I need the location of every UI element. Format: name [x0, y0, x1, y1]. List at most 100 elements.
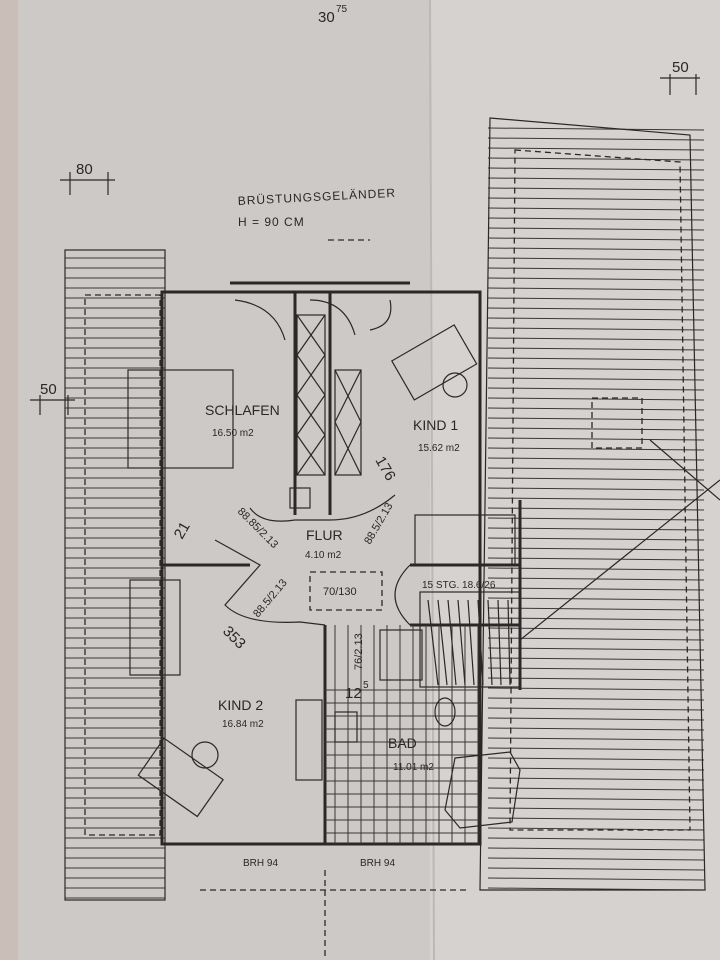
- top-dimension-sup: 75: [336, 4, 348, 15]
- hatch-line: [487, 517, 705, 521]
- stair-step: [467, 599, 475, 686]
- room-schlafen-name: SCHLAFEN: [205, 402, 280, 418]
- shower: [379, 629, 423, 681]
- hatch-line: [487, 207, 705, 211]
- hatch-line: [487, 257, 705, 261]
- staircase: [427, 599, 511, 686]
- roof-outline-right: [479, 117, 706, 891]
- hatch-line: [487, 537, 705, 541]
- hatch-line: [487, 547, 705, 551]
- hatch-line: [487, 717, 705, 721]
- dimension-marks: [30, 74, 700, 415]
- hatch-line: [487, 357, 705, 361]
- room-bad-name: BAD: [388, 735, 417, 751]
- hatch-line: [487, 617, 705, 621]
- hatch-line: [487, 627, 705, 631]
- room-flur-area: 4.10 m2: [305, 550, 342, 561]
- hatch-line: [487, 227, 705, 231]
- hatch-line: [487, 807, 705, 811]
- section-line-2: [649, 439, 720, 501]
- dimension-left: 50: [40, 381, 57, 398]
- hatch-line: [487, 157, 705, 161]
- hatch-line: [487, 647, 705, 651]
- hatch-line: [487, 147, 705, 151]
- dimension-top-left: 80: [76, 161, 93, 178]
- stair-step: [427, 599, 439, 686]
- door-bad-dim: 76/2.13: [353, 633, 365, 670]
- room-schlafen-area: 16.50 m2: [212, 428, 254, 439]
- hatch-line: [487, 437, 705, 441]
- stair-step: [487, 599, 493, 686]
- bed-kind2: [129, 579, 181, 676]
- hatch-line: [487, 597, 705, 601]
- room-flur-name: FLUR: [306, 527, 343, 543]
- toilet: [434, 697, 456, 727]
- dimension-top-right: 50: [672, 59, 689, 76]
- hatch-line: [487, 737, 705, 741]
- bathtub: [444, 751, 521, 829]
- top-dimension: 30: [318, 9, 335, 26]
- hatch-line: [487, 697, 705, 701]
- hatch-line: [487, 347, 705, 351]
- dimension-21: 21: [171, 519, 194, 542]
- room-kind2-name: KIND 2: [218, 697, 263, 713]
- stairs-outline: [419, 591, 521, 688]
- hatch-line: [487, 307, 705, 311]
- hatch-line: [487, 707, 705, 711]
- door-swings: [234, 299, 392, 341]
- roof-hatch-left: [65, 257, 165, 899]
- outer-walls: [160, 290, 482, 846]
- hatch-line: [487, 637, 705, 641]
- hatch-line: [487, 477, 705, 481]
- room-bad-area: 11.01 m2: [393, 762, 434, 773]
- hatch-line: [487, 407, 705, 411]
- chimney-icon: [289, 487, 311, 509]
- desk-kind1: [391, 324, 478, 401]
- hatch-line: [487, 387, 705, 391]
- hatch-line: [487, 127, 705, 131]
- stair-step: [457, 599, 466, 686]
- railing-note-line2: H = 90 CM: [238, 215, 305, 229]
- bathroom-tiles: [325, 625, 480, 844]
- attic-hatch-dim: 70/130: [323, 586, 357, 598]
- dormer-dashed-left: [84, 294, 161, 836]
- hatch-line: [487, 767, 705, 771]
- stair-step: [437, 599, 448, 686]
- hatch-line: [487, 377, 705, 381]
- roof-outline-left: [64, 249, 166, 901]
- chair-kind1: [442, 372, 468, 398]
- stair-step: [477, 599, 484, 686]
- hatch-line: [487, 137, 705, 141]
- hatch-line: [487, 217, 705, 221]
- hatch-line: [487, 297, 705, 301]
- hatch-line: [487, 757, 705, 761]
- sill-height-right: BRH 94: [360, 858, 395, 869]
- hatch-line: [487, 187, 705, 191]
- sink: [334, 711, 358, 743]
- hatch-line: [487, 317, 705, 321]
- hatch-line: [487, 467, 705, 471]
- stair-step: [497, 599, 502, 686]
- stair-step: [447, 599, 457, 686]
- hatch-line: [487, 277, 705, 281]
- hatch-line: [487, 727, 705, 731]
- hatch-line: [487, 177, 705, 181]
- hatch-line: [487, 267, 705, 271]
- hatch-line: [487, 247, 705, 251]
- desk-kind2: [137, 737, 224, 818]
- dormer-dashed-right: [509, 149, 691, 831]
- room-kind1-area: 15.62 m2: [418, 443, 460, 454]
- roof-hatch-right: [487, 127, 705, 891]
- hatch-line: [487, 657, 705, 661]
- hatch-line: [487, 367, 705, 371]
- hatch-line: [487, 397, 705, 401]
- hatch-line: [487, 867, 705, 871]
- hatch-line: [487, 847, 705, 851]
- hatch-line: [487, 787, 705, 791]
- hatch-line: [487, 777, 705, 781]
- hall-outline: [214, 494, 411, 626]
- paper-panel-left: [18, 0, 430, 960]
- hatch-line: [487, 817, 705, 821]
- hatch-line: [487, 167, 705, 171]
